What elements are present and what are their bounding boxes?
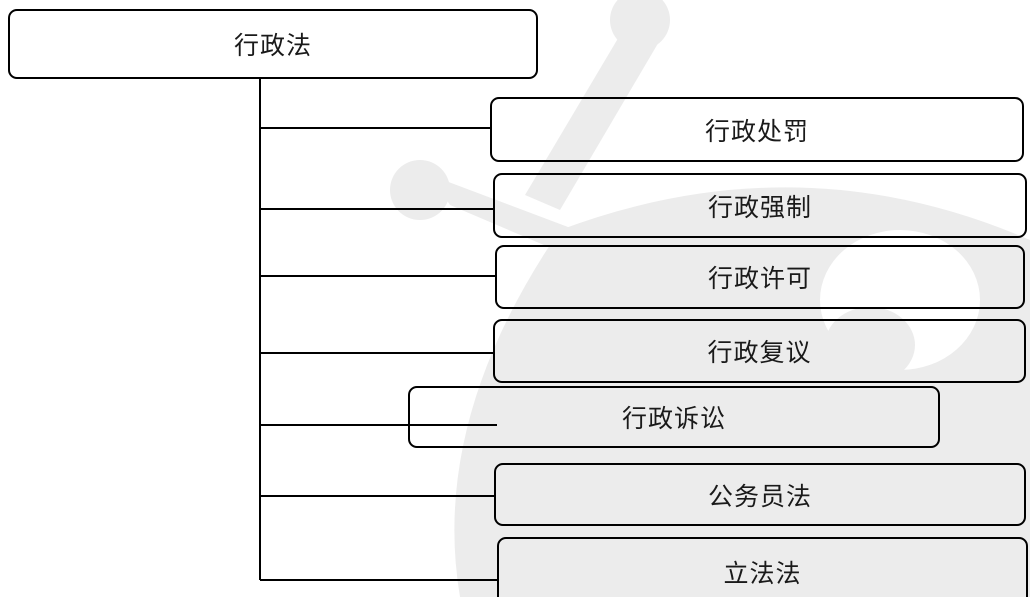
child-node-label: 行政许可 [707, 264, 812, 293]
child-node-label: 行政诉讼 [621, 404, 726, 433]
root-node-label: 行政法 [233, 31, 312, 60]
child-node-xingzheng-chufa: 行政处罚 [490, 97, 1024, 162]
child-node-xingzheng-qiangzhi: 行政强制 [493, 173, 1027, 238]
child-node-label: 行政复议 [707, 338, 812, 367]
child-node-xingzheng-fuyi: 行政复议 [493, 319, 1026, 383]
child-node-label: 行政处罚 [704, 116, 809, 146]
root-node: 行政法 [8, 9, 538, 79]
child-node-lifa-fa: 立法法 [497, 537, 1028, 597]
child-node-gongwuyuan-fa: 公务员法 [494, 463, 1026, 526]
child-node-label: 立法法 [723, 559, 802, 588]
child-node-xingzheng-xuke: 行政许可 [495, 245, 1025, 309]
child-node-xingzheng-susong: 行政诉讼 [408, 386, 940, 448]
child-node-label: 行政强制 [707, 192, 812, 222]
child-node-label: 公务员法 [707, 481, 812, 511]
